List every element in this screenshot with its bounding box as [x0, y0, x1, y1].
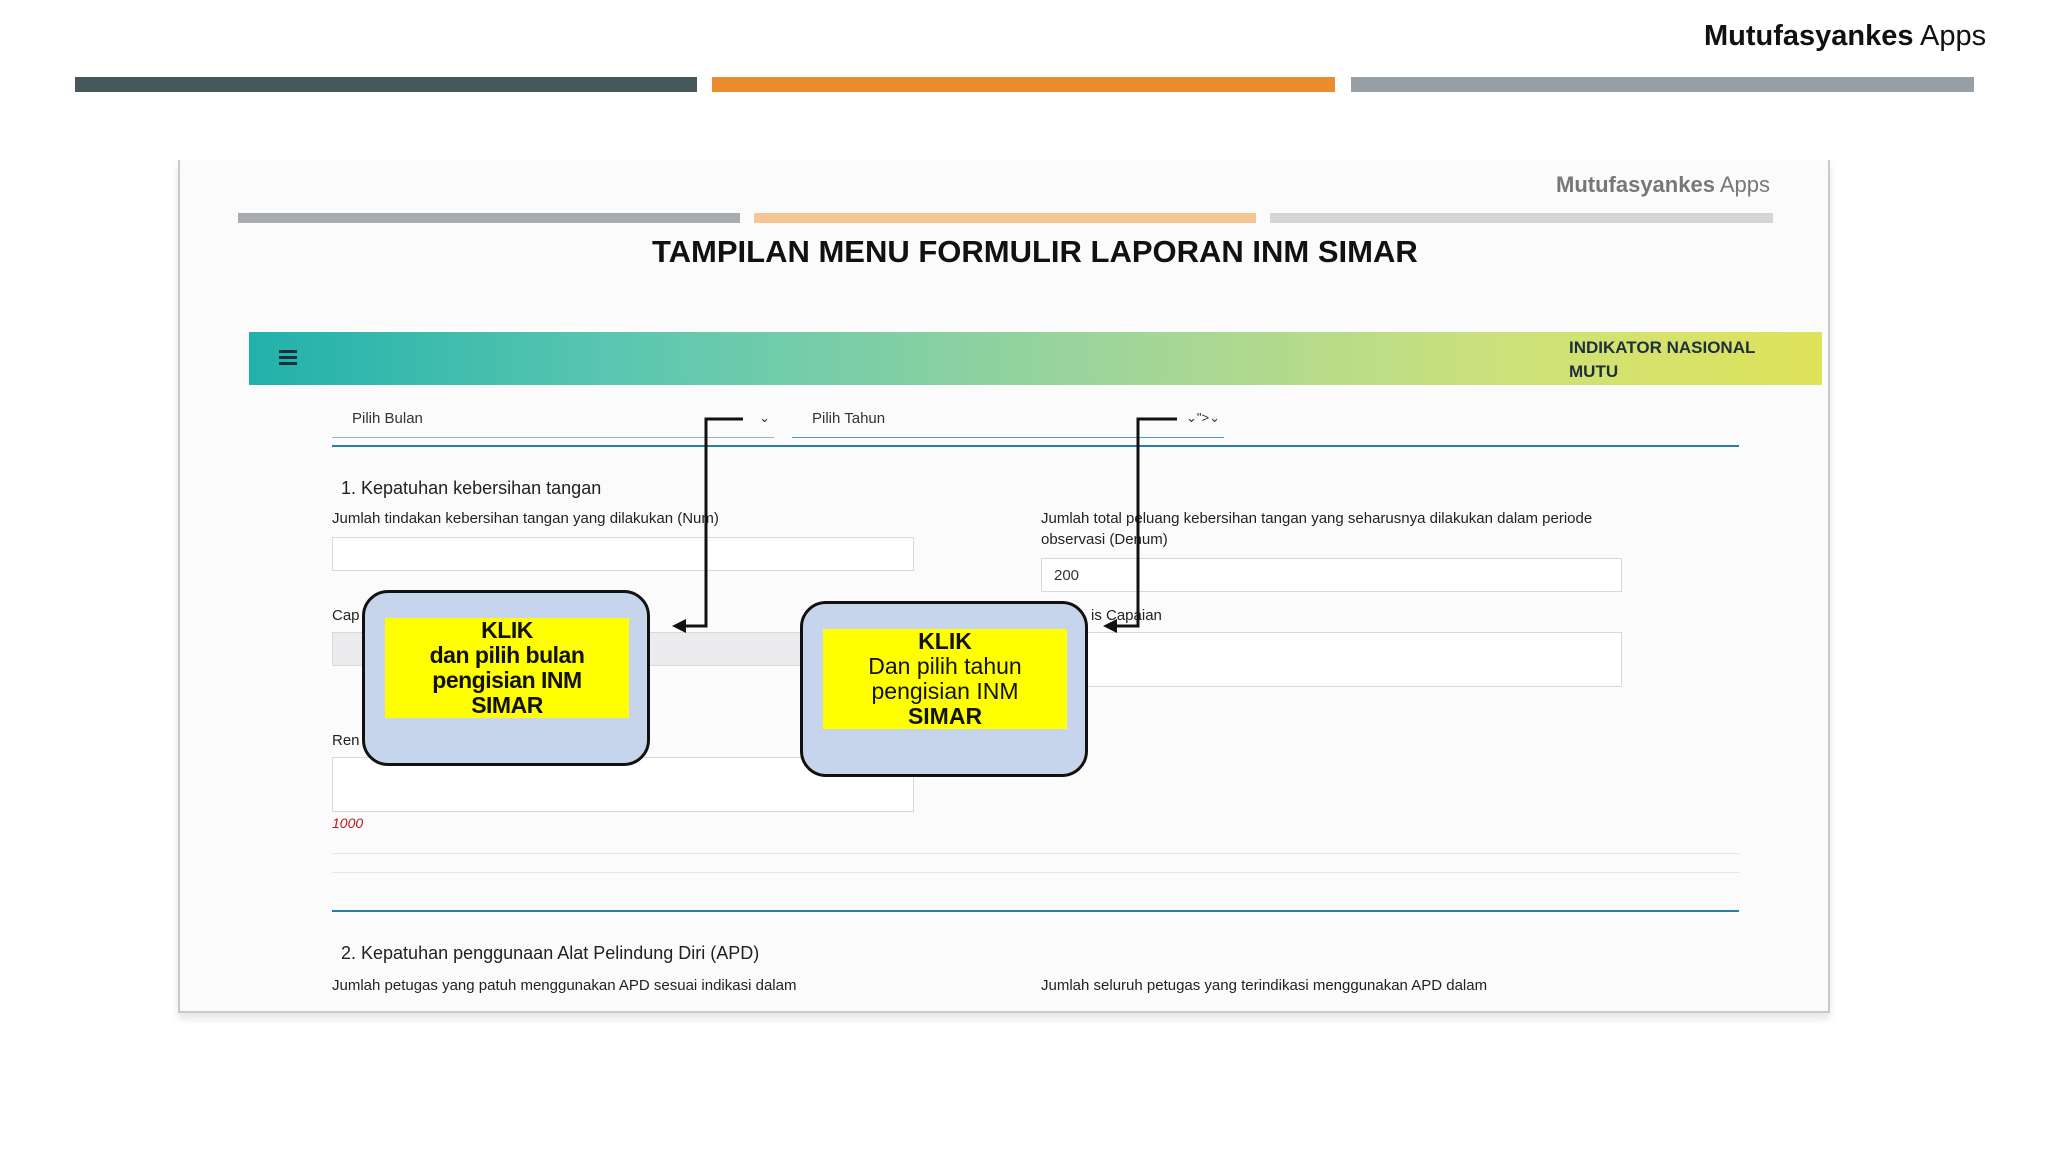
section2-heading: 2. Kepatuhan penggunaan Alat Pelindung D… — [341, 943, 760, 963]
filter-divider — [332, 445, 1739, 447]
header-bar-dark — [75, 77, 697, 92]
arrow-connectors — [672, 417, 1177, 633]
callout-month-text: KLIK dan pilih bulan pengisian INM SIMAR — [385, 618, 629, 718]
analisis-label: is Capaian — [1091, 607, 1162, 624]
arrow-month-head — [672, 619, 686, 633]
app-bar-title: INDIKATOR NASIONAL MUTU — [1569, 338, 1756, 381]
rencana-label: Ren — [332, 732, 360, 749]
section2-right-label: Jumlah seluruh petugas yang terindikasi … — [1041, 977, 1488, 994]
brand-bold: Mutufasyankes — [1704, 20, 1914, 52]
brand-logo: Mutufasyankes Apps — [1704, 20, 1986, 53]
char-counter: 1000 — [332, 815, 364, 831]
section1-heading: 1. Kepatuhan kebersihan tangan — [341, 478, 602, 498]
num-input[interactable] — [332, 537, 914, 571]
section2-left-label: Jumlah petugas yang patuh menggunakan AP… — [332, 977, 797, 994]
num-label: Jumlah tindakan kebersihan tangan yang d… — [332, 510, 719, 527]
year-select-placeholder: Pilih Tahun — [812, 410, 886, 427]
callout-year-line2: Dan pilih tahun — [868, 653, 1022, 679]
page-title: TAMPILAN MENU FORMULIR LAPORAN INM SIMAR — [652, 234, 1418, 269]
section-divider — [332, 910, 1739, 912]
screenshot-brand-bold: Mutufasyankes — [1556, 172, 1715, 197]
denum-label: Jumlah total peluang kebersihan tangan y… — [1041, 510, 1593, 548]
app-bar: INDIKATOR NASIONAL MUTU — [249, 332, 1822, 385]
callout-year-text: KLIK Dan pilih tahun pengisian INM SIMAR — [823, 629, 1067, 729]
header-bar-orange — [712, 77, 1335, 92]
arrow-year — [1107, 417, 1177, 628]
callout-month-line2: dan pilih bulan — [429, 642, 585, 668]
arrow-month — [676, 417, 743, 628]
month-select-placeholder: Pilih Bulan — [352, 410, 423, 427]
screenshot-bar-light — [1270, 213, 1773, 223]
callout-month-line1: KLIK — [481, 617, 533, 643]
month-select[interactable]: Pilih Bulan ⌄ — [332, 408, 774, 438]
callout-month-line3: pengisian INM — [432, 667, 582, 693]
hamburger-icon[interactable] — [279, 350, 297, 365]
screenshot-brand-logo: Mutufasyankes Apps — [1556, 172, 1770, 198]
callout-year: KLIK Dan pilih tahun pengisian INM SIMAR — [800, 601, 1088, 777]
arrow-year-head — [1103, 619, 1117, 633]
divider-light-1 — [332, 853, 1739, 854]
screenshot-bar-orange — [754, 213, 1256, 223]
chevron-down-icon: ⌄">⌄ — [1186, 410, 1220, 425]
divider-light-2 — [332, 872, 1739, 873]
brand-rest: Apps — [1913, 20, 1987, 52]
chevron-down-icon: ⌄ — [759, 410, 770, 425]
callout-month: KLIK dan pilih bulan pengisian INM SIMAR — [362, 590, 650, 766]
callout-year-line4: SIMAR — [907, 703, 983, 729]
header-bar-grey — [1351, 77, 1974, 92]
analisis-textarea[interactable] — [1041, 632, 1622, 687]
callout-year-line3: pengisian INM — [871, 678, 1019, 704]
year-select[interactable]: Pilih Tahun ⌄">⌄ — [792, 408, 1224, 438]
callout-year-line1: KLIK — [918, 628, 972, 654]
capaian-label: Cap — [332, 607, 360, 624]
callout-month-line4: SIMAR — [471, 692, 543, 718]
screenshot-bar-grey — [238, 213, 740, 223]
screenshot-brand-rest: Apps — [1714, 172, 1770, 197]
embedded-screenshot: Mutufasyankes Apps TAMPILAN MENU FORMULI… — [178, 160, 1830, 1013]
